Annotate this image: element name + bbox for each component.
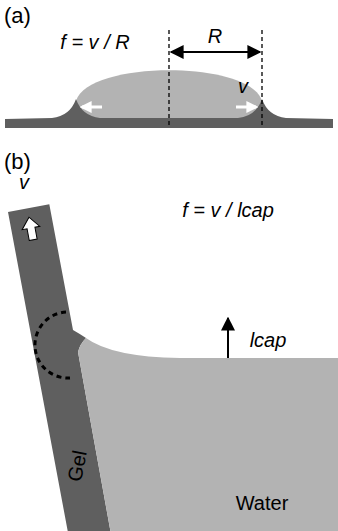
water-region-shape xyxy=(78,338,338,531)
velocity-arrow xyxy=(82,106,102,109)
radius-arrow xyxy=(171,51,260,53)
velocity-label: v xyxy=(19,171,29,193)
formula: f = v / R xyxy=(60,31,129,53)
panel-label: (a) xyxy=(4,4,31,28)
formula: f = v / lcap xyxy=(182,199,274,221)
dimension-label: lcap xyxy=(250,329,287,351)
edge-dashed-line xyxy=(261,30,262,128)
center-dashed-line xyxy=(168,30,169,128)
panel-label: (b) xyxy=(4,150,31,174)
water-region-outline xyxy=(74,334,338,531)
deformation-arc xyxy=(35,312,70,378)
pull-arrow xyxy=(20,216,42,242)
velocity-label: v xyxy=(238,75,248,97)
velocity-arrow xyxy=(236,106,256,109)
region-label: Water xyxy=(236,492,289,514)
dimension-label: R xyxy=(208,25,222,47)
water-region: Water xyxy=(74,334,338,531)
